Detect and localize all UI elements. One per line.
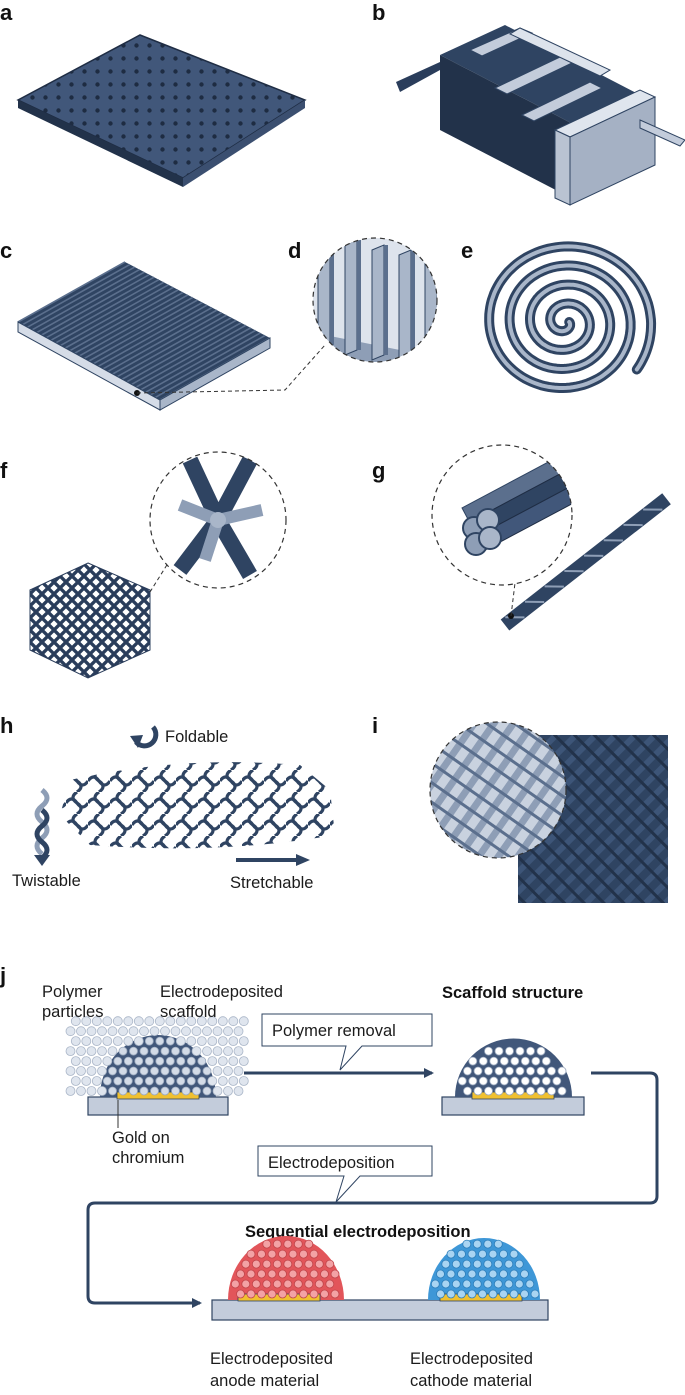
electrodeposited-scaffold-label-2: scaffold <box>160 1003 217 1021</box>
electrodeposited-scaffold-label-1: Electrodeposited <box>160 983 283 1001</box>
lattice-node-zoom-icon <box>149 451 287 589</box>
zoom-leader-g <box>510 582 516 617</box>
foldable-arrow-icon <box>130 725 159 749</box>
microlattice-plate-icon <box>16 34 307 187</box>
sequential-electrodeposition-title: Sequential electrodeposition <box>245 1223 471 1241</box>
panel-label-f: f <box>0 458 8 483</box>
panel-label-b: b <box>372 0 385 25</box>
octet-lattice-icon <box>29 562 151 679</box>
polymer-removal-label: Polymer removal <box>272 1022 396 1040</box>
polymer-removal-callout <box>261 1013 433 1071</box>
polymer-template-device <box>65 1016 249 1116</box>
polymer-particles-group <box>65 1016 249 1096</box>
gold-label-2: chromium <box>112 1149 184 1167</box>
spiral-icon <box>484 241 657 393</box>
interdigitated-electrode-icon <box>396 25 685 206</box>
panel-label-e: e <box>461 238 473 263</box>
anode-label-1: Electrodeposited <box>210 1350 333 1368</box>
panel-label-j: j <box>0 963 6 988</box>
panel-label-g: g <box>372 458 385 483</box>
twistable-arrow-icon <box>34 788 50 866</box>
cathode-label-1: Electrodeposited <box>410 1350 533 1368</box>
zoom-leader-c-d <box>136 344 326 394</box>
gold-label-1: Gold on <box>112 1129 170 1147</box>
polymer-particles-label-1: Polymer <box>42 983 103 1001</box>
twistable-label: Twistable <box>12 872 81 890</box>
woven-zoom-icon <box>429 721 567 859</box>
electrodeposition-process-arrow <box>86 1071 659 1308</box>
anode-label-2: anode material <box>210 1372 319 1390</box>
stretchable-arrow-icon <box>236 854 310 866</box>
fin-zoom-icon <box>312 237 438 363</box>
scaffold-structure-device <box>441 1038 585 1116</box>
panel-label-d: d <box>288 238 301 263</box>
fiber-zoom-icon <box>431 444 573 586</box>
kirigami-mesh-icon <box>60 762 335 849</box>
panel-label-c: c <box>0 238 12 263</box>
sequential-device <box>211 1236 549 1321</box>
stretchable-label: Stretchable <box>230 874 313 892</box>
polymer-particles-label-2: particles <box>42 1003 103 1021</box>
panel-label-a: a <box>0 0 13 25</box>
cathode-label-2: cathode material <box>410 1372 532 1390</box>
panel-label-h: h <box>0 713 13 738</box>
fin-array-icon <box>17 261 271 411</box>
electrodeposition-label: Electrodeposition <box>268 1154 395 1172</box>
scaffold-structure-title: Scaffold structure <box>442 984 583 1002</box>
foldable-label: Foldable <box>165 728 228 746</box>
panel-label-i: i <box>372 713 378 738</box>
electrodeposition-callout <box>257 1145 433 1203</box>
